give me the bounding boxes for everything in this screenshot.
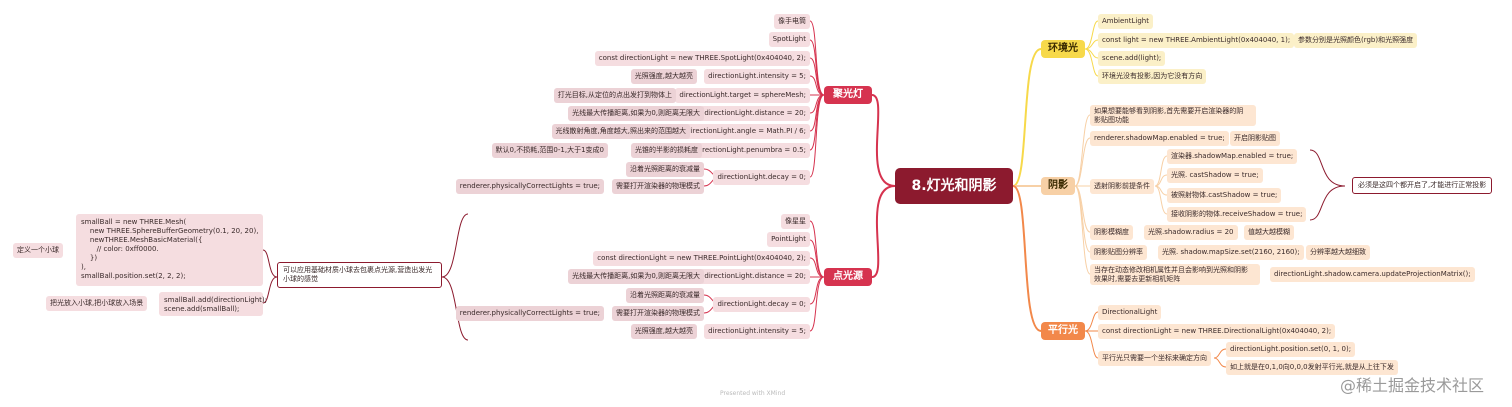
- spot-target-desc[interactable]: 打光目标,从定位的点出发打到物体上: [553, 88, 676, 103]
- spot-decay-renderer[interactable]: renderer.physicallyCorrectLights = true;: [455, 179, 604, 194]
- shadow-node-prereqs[interactable]: 透射阴影前提条件: [1090, 179, 1154, 194]
- ambient-constructor-desc[interactable]: 参数分别是光照颜色(rgb)和光照强度: [1294, 33, 1418, 48]
- branch-spot-light[interactable]: 聚光灯: [824, 86, 872, 104]
- shadow-blur-desc[interactable]: 值越大越模糊: [1244, 225, 1294, 240]
- spot-node-class[interactable]: SpotLight: [768, 32, 810, 47]
- shadow-prereq-note[interactable]: 必须是这四个都开启了,才能进行正常投影: [1352, 177, 1493, 194]
- shadow-enable-map-desc[interactable]: 开启阴影贴图: [1230, 131, 1280, 146]
- point-node-constructor[interactable]: const directionLight = new THREE.PointLi…: [593, 251, 810, 266]
- shadow-prereq-receiver[interactable]: 接收阴影的物体.receiveShadow = true;: [1167, 207, 1307, 222]
- ambient-node-no-shadow[interactable]: 环境光没有投影,因为它没有方向: [1098, 69, 1207, 84]
- branch-point-light[interactable]: 点光源: [824, 268, 872, 286]
- spot-intensity-desc[interactable]: 光照强度,越大越亮: [630, 69, 697, 84]
- parallel-direction-desc[interactable]: 如上就是在0,1,0向0,0,0发射平行光,就是从上往下发: [1226, 360, 1398, 375]
- spot-penumbra-range[interactable]: 默认0,不损耗,范围0-1,大于1变成0: [491, 143, 608, 158]
- point-intensity-desc[interactable]: 光照强度,越大越亮: [630, 324, 697, 339]
- spot-angle-desc[interactable]: 光线散射角度,角度越大,照出来的范围越大: [551, 124, 690, 139]
- point-decay-desc[interactable]: 沿着光照距离的衰减量: [626, 288, 704, 303]
- point-glow-ball-idea[interactable]: 可以应用基础材质小球去包裹点光源,营造出发光小球的感觉: [277, 262, 442, 288]
- shadow-node-resolution[interactable]: 阴影贴图分辨率: [1090, 245, 1147, 260]
- spot-decay-desc[interactable]: 沿着光照距离的衰减量: [626, 162, 704, 177]
- shadow-node-intro[interactable]: 如果想要能够看到阴影,首先需要开启渲染器的阴 影贴图功能: [1090, 105, 1256, 126]
- spot-node-flashlight[interactable]: 像手电筒: [774, 14, 810, 29]
- spot-node-decay[interactable]: directionLight.decay = 0;: [713, 170, 810, 185]
- shadow-prereq-caster[interactable]: 被照射物体.castShadow = true;: [1167, 188, 1282, 203]
- point-decay-renderer[interactable]: renderer.physicallyCorrectLights = true;: [455, 306, 604, 321]
- point-node-class[interactable]: PointLight: [767, 232, 810, 247]
- point-decay-physical[interactable]: 需要打开渲染器的物理模式: [612, 306, 704, 321]
- shadow-node-update-camera[interactable]: 当存在动态修改相机属性并且会影响到光照和阴影 效果时,需要去更新相机矩阵: [1090, 264, 1260, 285]
- shadow-prereq-renderer[interactable]: 渲染器.shadowMap.enabled = true;: [1167, 149, 1298, 164]
- spot-node-angle[interactable]: directionLight.angle = Math.PI / 6;: [682, 124, 810, 139]
- ambient-node-class[interactable]: AmbientLight: [1098, 14, 1153, 29]
- spot-node-intensity[interactable]: directionLight.intensity = 5;: [704, 69, 810, 84]
- parallel-direction-code[interactable]: directionLight.position.set(0, 1, 0);: [1226, 342, 1356, 357]
- shadow-node-enable-map[interactable]: renderer.shadowMap.enabled = true;: [1090, 131, 1229, 146]
- spot-node-penumbra[interactable]: directionLight.penumbra = 0.5;: [691, 143, 810, 158]
- point-node-distance[interactable]: directionLight.distance = 20;: [700, 269, 810, 284]
- shadow-node-blur[interactable]: 阴影模糊度: [1090, 225, 1133, 240]
- spot-distance-desc[interactable]: 光线最大传播距离,如果为0,则距离无限大: [568, 106, 704, 121]
- point-add-code[interactable]: smallBall.add(directionLight); scene.add…: [159, 292, 267, 316]
- footer-credit: Presented with XMind: [720, 390, 786, 397]
- ambient-node-constructor[interactable]: const light = new THREE.AmbientLight(0x4…: [1098, 33, 1295, 48]
- parallel-node-class[interactable]: DirectionalLight: [1098, 305, 1162, 320]
- ambient-node-add[interactable]: scene.add(light);: [1098, 51, 1166, 66]
- shadow-resolution-value[interactable]: 光照. shadow.mapSize.set(2160, 2160);: [1158, 245, 1304, 260]
- spot-node-distance[interactable]: directionLight.distance = 20;: [700, 106, 810, 121]
- watermark: @稀土掘金技术社区: [1340, 376, 1485, 395]
- point-distance-desc[interactable]: 光线最大传播距离,如果为0,则距离无限大: [568, 269, 704, 284]
- point-node-intensity[interactable]: directionLight.intensity = 5;: [704, 324, 810, 339]
- spot-penumbra-desc[interactable]: 光锥的半影的损耗度: [631, 143, 702, 158]
- point-ball-code[interactable]: smallBall = new THREE.Mesh( new THREE.Sp…: [76, 214, 263, 286]
- spot-node-target[interactable]: directionLight.target = sphereMesh;: [675, 88, 810, 103]
- shadow-prereq-light[interactable]: 光照. castShadow = true;: [1167, 168, 1263, 183]
- branch-shadow[interactable]: 阴影: [1041, 177, 1075, 195]
- point-add-code-desc[interactable]: 把光放入小球,把小球放入场景: [46, 296, 148, 311]
- branch-directional-light[interactable]: 平行光: [1041, 322, 1085, 340]
- branch-ambient-light[interactable]: 环境光: [1041, 40, 1085, 58]
- point-ball-code-desc[interactable]: 定义一个小球: [13, 243, 63, 258]
- spot-decay-physical[interactable]: 需要打开渲染器的物理模式: [612, 179, 704, 194]
- root-topic[interactable]: 8.灯光和阴影: [895, 168, 1013, 204]
- point-node-star[interactable]: 像星星: [781, 214, 810, 229]
- parallel-node-direction[interactable]: 平行光只需要一个坐标来确定方向: [1098, 351, 1211, 366]
- point-node-decay[interactable]: directionLight.decay = 0;: [713, 297, 810, 312]
- shadow-update-camera-code[interactable]: directionLight.shadow.camera.updateProje…: [1270, 267, 1475, 282]
- shadow-resolution-desc[interactable]: 分辨率越大越细致: [1306, 245, 1370, 260]
- spot-node-constructor[interactable]: const directionLight = new THREE.SpotLig…: [594, 51, 810, 66]
- shadow-blur-value[interactable]: 光照.shadow.radius = 20: [1144, 225, 1238, 240]
- parallel-node-constructor[interactable]: const directionLight = new THREE.Directi…: [1098, 324, 1336, 339]
